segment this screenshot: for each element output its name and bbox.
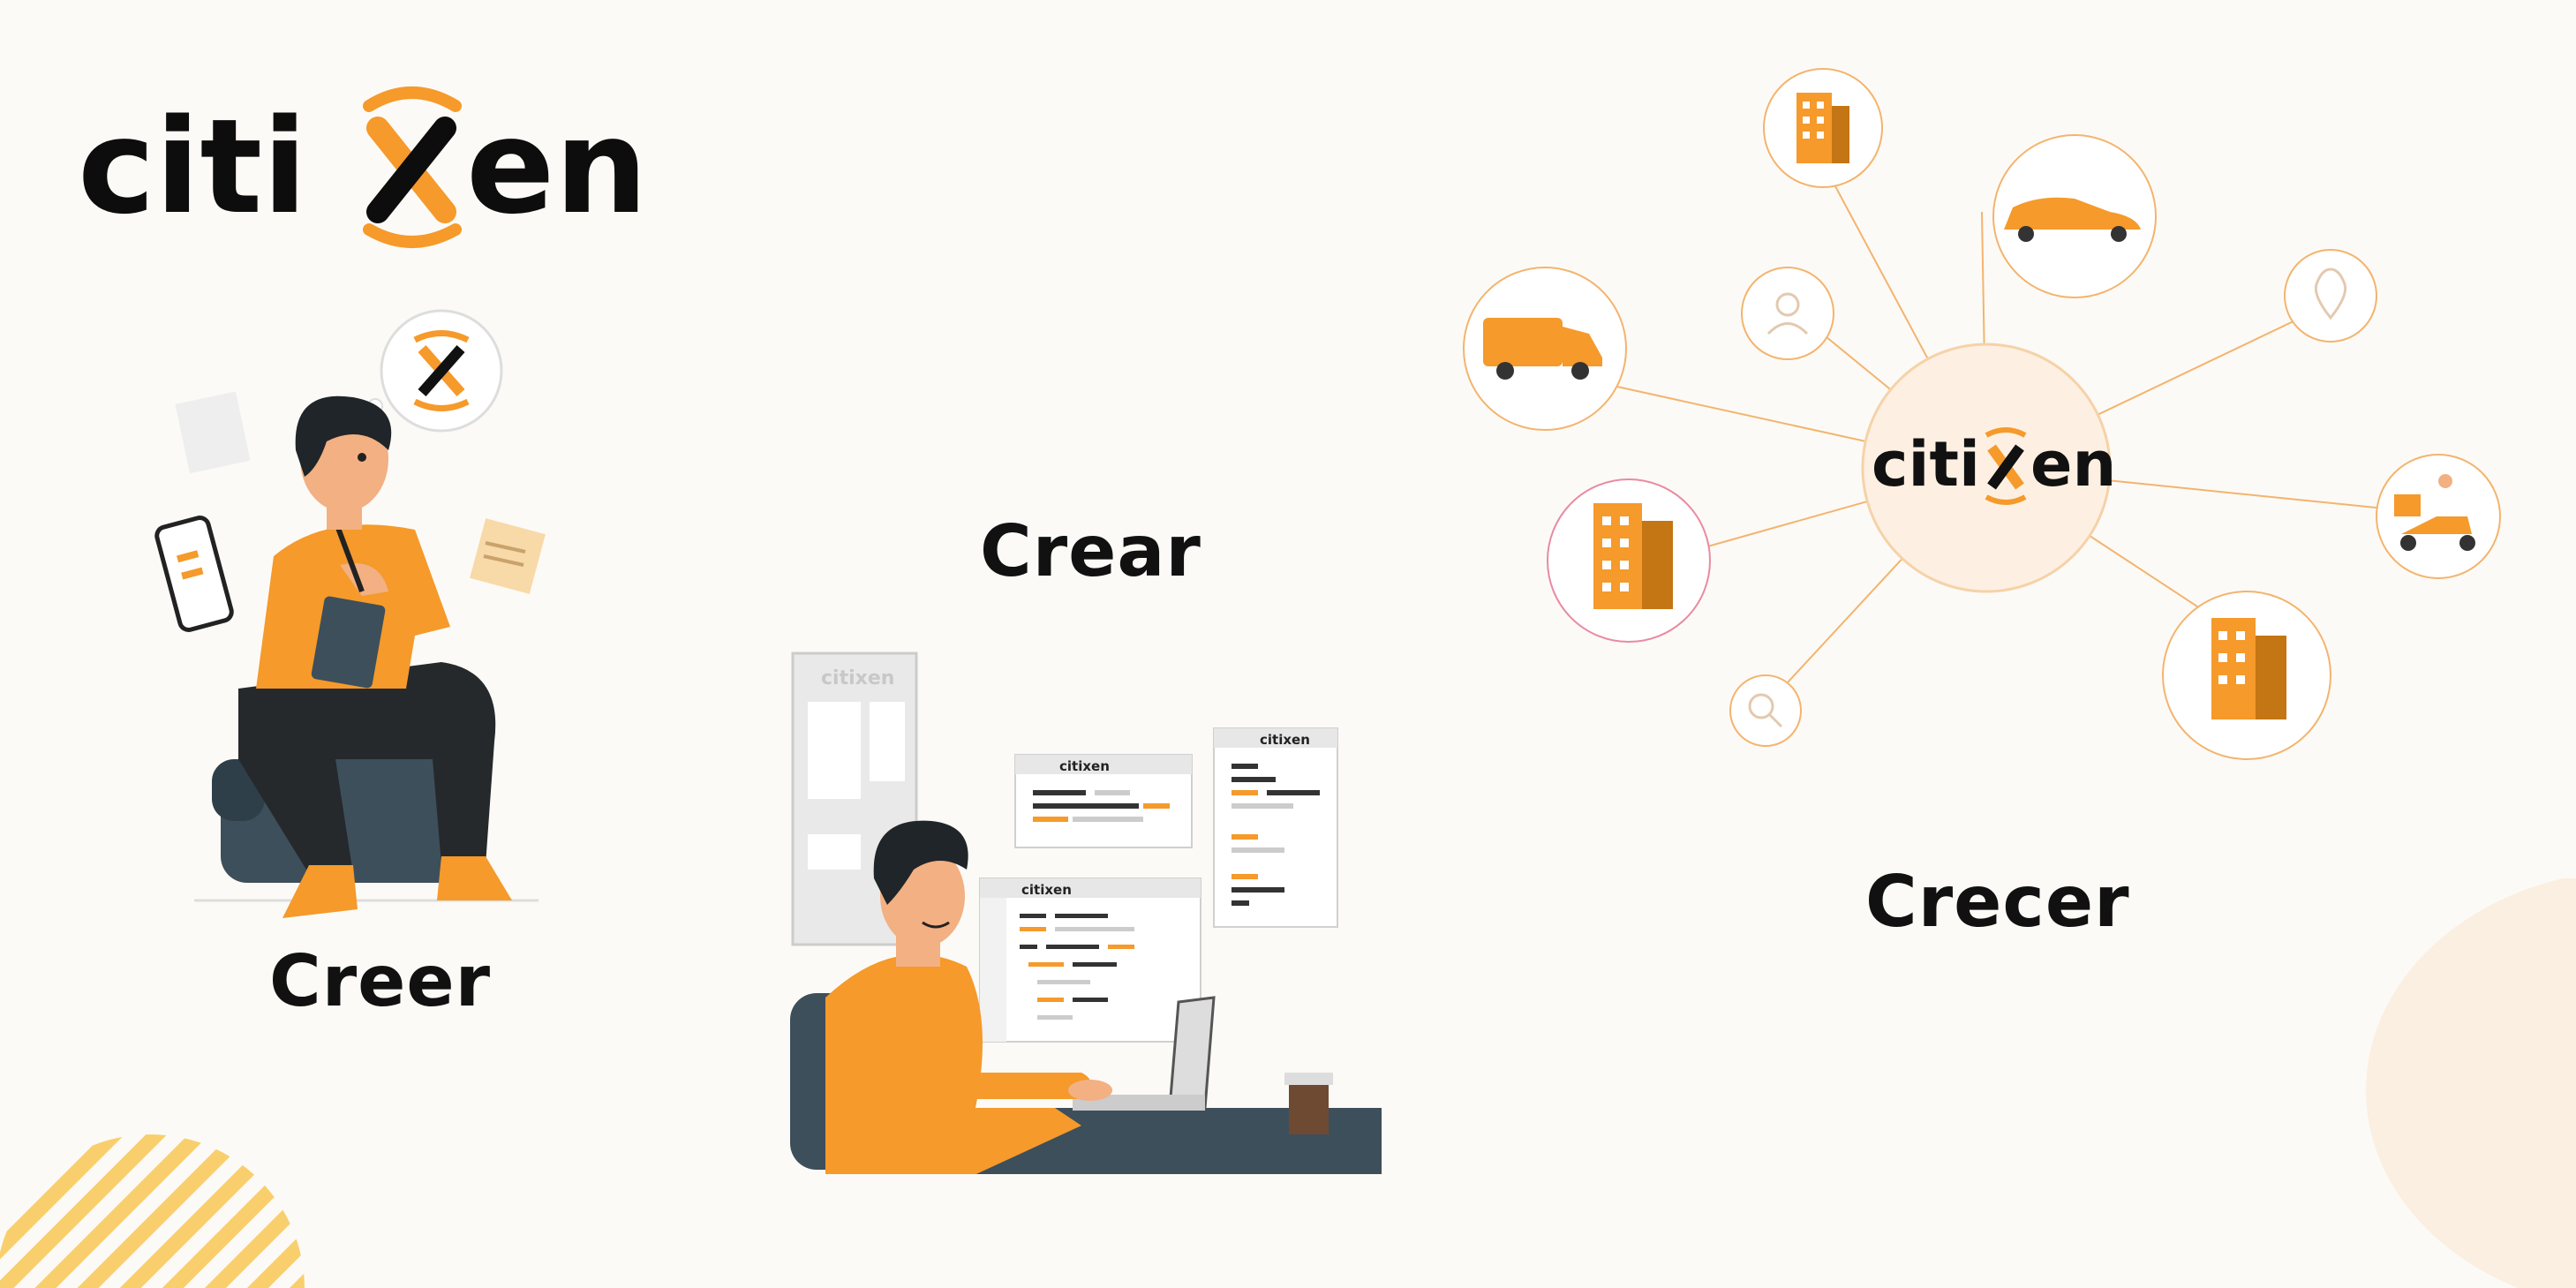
user-icon [1741, 267, 1834, 360]
window-brand-text-2: citixen [1260, 732, 1310, 748]
search-icon [1729, 674, 1802, 747]
thinking-person-illustration [154, 309, 546, 918]
center-brand-logo: citi en [1872, 427, 2116, 505]
window-brand-text-3: citixen [1021, 882, 1072, 898]
x-mark-icon [413, 330, 470, 411]
car-icon [1992, 134, 2157, 298]
stage-label-crecer: Crecer [1865, 861, 2130, 943]
board-brand-text: citixen [821, 667, 894, 689]
striped-circle-decoration [0, 1134, 305, 1288]
network-diagram: citi en [1463, 68, 2501, 760]
blob-decoration [2366, 878, 2576, 1288]
app-window-code: citixen [979, 877, 1201, 1043]
delivery-scooter-icon [2376, 454, 2501, 579]
stage-label-creer: Creer [269, 940, 492, 1022]
developer-illustration: citixen citixen citixen [790, 652, 1382, 1174]
logo-x-mark [363, 87, 462, 248]
building-icon [1547, 478, 1711, 643]
logo-left-text: citi [78, 91, 307, 243]
center-logo-left: citi [1872, 428, 1980, 501]
center-logo-right: en [2030, 428, 2116, 501]
window-brand-text: citixen [1059, 758, 1110, 774]
location-pin-icon [2284, 249, 2377, 343]
app-window-tall: citixen [1213, 727, 1338, 928]
van-icon [1463, 267, 1627, 431]
building-icon [2162, 591, 2331, 760]
logo-right-text: en [466, 91, 643, 243]
app-window-small: citixen [1014, 754, 1193, 848]
stage-label-crear: Crear [980, 510, 1201, 592]
brand-logo: citi en [78, 79, 643, 256]
building-icon [1763, 68, 1883, 188]
